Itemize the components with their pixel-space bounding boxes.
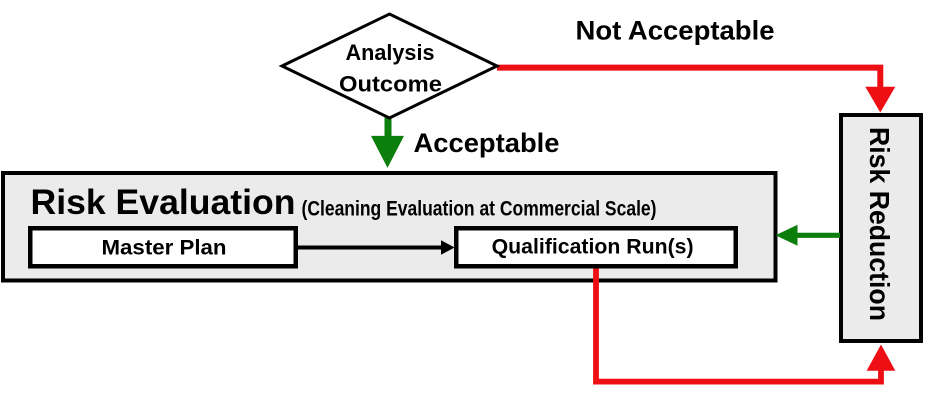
svg-text:Risk Evaluation: Risk Evaluation: [31, 182, 296, 222]
svg-text:Master Plan: Master Plan: [102, 237, 227, 260]
svg-text:Risk Reduction: Risk Reduction: [864, 127, 895, 321]
svg-text:(Cleaning Evaluation at Commer: (Cleaning Evaluation at Commercial Scale…: [302, 198, 657, 221]
svg-text:Not Acceptable: Not Acceptable: [576, 16, 775, 46]
svg-text:Qualification Run(s): Qualification Run(s): [492, 235, 694, 259]
svg-text:Analysis: Analysis: [346, 40, 435, 65]
svg-text:Outcome: Outcome: [339, 72, 442, 97]
svg-text:Acceptable: Acceptable: [414, 128, 560, 158]
